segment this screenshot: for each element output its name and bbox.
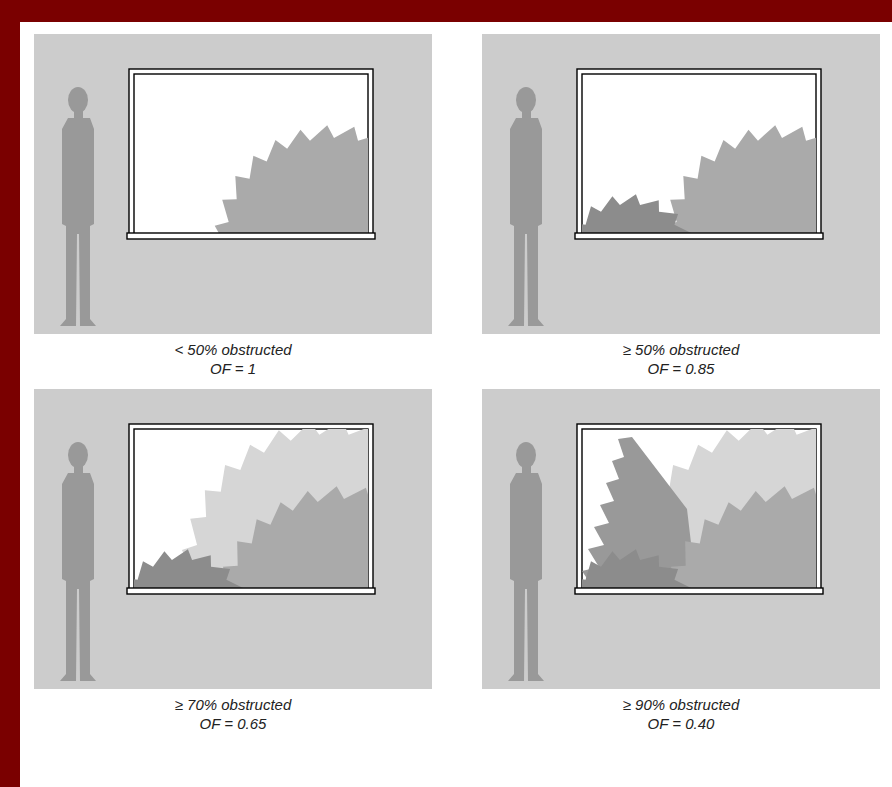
person-silhouette — [508, 473, 544, 681]
obstruction — [134, 429, 368, 589]
obstruction-caption: < 50% obstructed — [174, 341, 291, 359]
panel — [34, 34, 455, 367]
person-neck — [74, 465, 83, 475]
person-neck — [74, 110, 83, 120]
obstruction — [582, 429, 816, 589]
obstruction-caption: ≥ 50% obstructed — [623, 341, 740, 359]
tree — [213, 486, 368, 589]
tree — [661, 125, 816, 234]
panel — [482, 389, 892, 748]
wall — [482, 389, 880, 689]
person-head — [516, 442, 536, 468]
obstruction-factor: OF = 0.40 — [648, 715, 715, 733]
shrub — [582, 549, 698, 589]
person-head — [68, 442, 88, 468]
person-neck — [522, 110, 531, 120]
panel — [34, 389, 488, 748]
obstruction — [582, 125, 816, 234]
person-head — [516, 87, 536, 113]
shrub — [134, 549, 250, 589]
obstruction-factor: OF = 0.65 — [200, 715, 267, 733]
person-neck — [522, 465, 531, 475]
obstruction — [213, 125, 368, 234]
window-sill — [575, 233, 823, 239]
obstruction-factor: OF = 1 — [210, 360, 256, 378]
shrub — [582, 194, 698, 234]
window-sill — [127, 588, 375, 594]
obstruction-factor: OF = 0.85 — [648, 360, 715, 378]
person-silhouette — [60, 118, 96, 326]
person-silhouette — [60, 473, 96, 681]
wall — [482, 34, 880, 334]
panel — [482, 34, 892, 367]
obstruction-caption: ≥ 70% obstructed — [175, 696, 292, 714]
person-silhouette — [508, 118, 544, 326]
window-sill — [127, 233, 375, 239]
wall — [34, 34, 432, 334]
tree — [213, 125, 368, 234]
person-head — [68, 87, 88, 113]
obstruction-caption: ≥ 90% obstructed — [623, 696, 740, 714]
tree — [661, 486, 816, 589]
window-sill — [575, 588, 823, 594]
